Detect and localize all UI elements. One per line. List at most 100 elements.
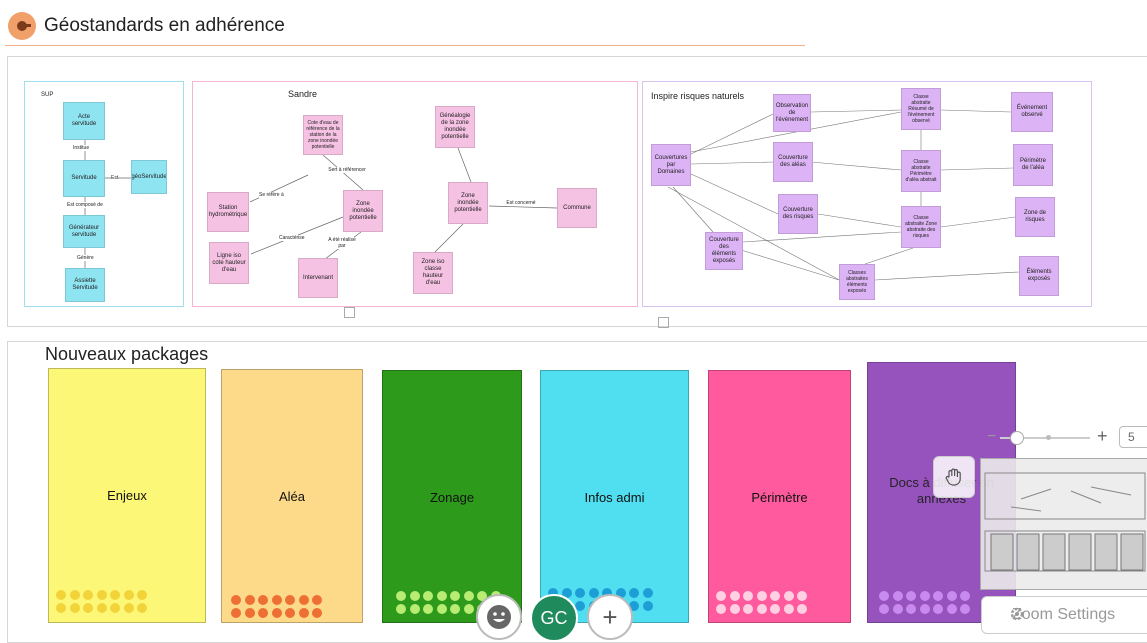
node-cote-eau[interactable]: Cote d'eau de référence de la station de…: [303, 115, 343, 155]
package-dot: [83, 590, 93, 600]
node-intervenant[interactable]: Intervenant: [298, 258, 338, 298]
node-perimetre-alea-abstrait[interactable]: Classe abstraite Périmètre d'aléa abstra…: [901, 150, 941, 192]
node-couverture-aleas[interactable]: Couverture des aléas: [773, 142, 813, 182]
package-dot: [271, 595, 282, 605]
package-card[interactable]: Infos admi: [540, 370, 689, 623]
zoom-slider[interactable]: [1000, 437, 1090, 439]
package-dot: [450, 604, 460, 614]
package-dot: [797, 604, 807, 614]
sandre-panel[interactable]: Sandre Cote d'eau de référence de la sta…: [192, 81, 638, 307]
package-card[interactable]: Zonage: [382, 370, 522, 623]
node-genealogie[interactable]: Généalogie de la zone inondée potentiell…: [435, 106, 475, 148]
package-dot: [258, 595, 268, 605]
edge-label: Institue: [73, 145, 90, 151]
frame-handle[interactable]: [658, 317, 669, 328]
inspire-panel[interactable]: Inspire risques naturels Couvertures par…: [642, 81, 1092, 307]
zoom-level-input[interactable]: 5: [1119, 426, 1147, 448]
hand-tool-button[interactable]: [933, 456, 975, 498]
node-couvertures-domaines[interactable]: Couvertures par Domaines: [651, 144, 691, 186]
node-ligne-iso-cote[interactable]: Ligne iso cote hauteur d'eau: [209, 242, 249, 284]
package-dot: [933, 604, 943, 614]
minimap[interactable]: [980, 458, 1147, 590]
package-dot: [770, 604, 780, 614]
inspire-edges: [667, 109, 1020, 283]
minimap-preview: [984, 472, 1146, 572]
package-dot: [137, 590, 147, 600]
node-resume-evenement[interactable]: Classe abstraite Résumé de l'événement o…: [901, 88, 941, 130]
zoom-settings-button[interactable]: Zoom Settings: [981, 596, 1147, 634]
package-dot: [463, 591, 474, 601]
package-dot: [271, 608, 282, 618]
package-dot: [960, 604, 970, 614]
frame-handle[interactable]: [344, 307, 355, 318]
node-assiette-servitude[interactable]: Assiette Servitude: [65, 268, 105, 302]
node-zone-risques[interactable]: Zone de risques: [1015, 197, 1055, 237]
node-evenement-observe[interactable]: Événement observé: [1011, 92, 1053, 132]
package-dot: [906, 604, 916, 614]
node-commune[interactable]: Commune: [557, 188, 597, 228]
package-dot: [477, 591, 487, 601]
node-acte-servitude[interactable]: Acte servitude: [63, 102, 105, 140]
package-dot: [892, 591, 903, 601]
edge-label: Caractérise: [279, 235, 305, 241]
edge-label: Génère: [77, 255, 94, 261]
node-elements-exposes-abstraits[interactable]: Classes abstraites éléments exposés: [839, 264, 875, 300]
node-geoservitude[interactable]: géoServitude: [131, 160, 167, 194]
package-dot: [396, 604, 406, 614]
zoom-in-button[interactable]: +: [1097, 426, 1108, 446]
package-dot: [96, 590, 107, 600]
node-couverture-elements-exposes[interactable]: Couverture des éléments exposés: [705, 232, 743, 270]
avatar[interactable]: GC: [530, 594, 578, 642]
node-zone-iso-classe[interactable]: Zone iso classe hauteur d'eau: [413, 252, 453, 294]
plus-icon: +: [602, 602, 618, 632]
package-card[interactable]: Enjeux: [48, 368, 206, 623]
package-dot: [879, 591, 889, 601]
edge-label: Est: [111, 175, 119, 181]
package-card[interactable]: Aléa: [221, 369, 363, 623]
packages-title[interactable]: Nouveaux packages: [45, 344, 209, 364]
package-dot: [244, 595, 255, 605]
package-dot: [231, 595, 241, 605]
node-zone-inondee-potentielle[interactable]: Zone inondée potentielle: [343, 190, 383, 232]
node-observation-evenement[interactable]: Observation de l'événement: [773, 94, 811, 132]
package-dot: [602, 588, 612, 598]
node-servitude[interactable]: Servitude: [63, 160, 105, 197]
package-dot: [770, 591, 780, 601]
edge-label: Se réfère à: [259, 192, 284, 198]
package-dot: [110, 590, 120, 600]
zoom-slider-tick: [1046, 435, 1051, 440]
hand-icon: [945, 468, 961, 486]
node-couverture-risques[interactable]: Couverture des risques: [778, 194, 818, 234]
node-perimetre-alea[interactable]: Périmètre de l'aléa: [1013, 144, 1053, 186]
package-dot: [906, 591, 916, 601]
board-title[interactable]: Géostandards en adhérence: [44, 15, 285, 36]
node-elements-exposes[interactable]: Éléments exposés: [1019, 256, 1059, 296]
sup-panel[interactable]: SUP Acte servitude Servitude géoServitud…: [24, 81, 184, 307]
package-dot: [743, 591, 753, 601]
add-button[interactable]: +: [587, 594, 633, 640]
node-station-hydrometrique[interactable]: Station hydrométrique: [207, 192, 249, 232]
package-dot: [298, 595, 309, 605]
zoom-out-button[interactable]: −: [987, 428, 997, 445]
inspire-title: Inspire risques naturels: [651, 91, 745, 101]
package-card[interactable]: Périmètre: [708, 370, 851, 623]
node-generateur-servitude[interactable]: Générateur servitude: [63, 215, 105, 248]
package-dot: [729, 604, 740, 614]
package-dot: [137, 603, 147, 613]
package-dot: [123, 603, 134, 613]
package-dot: [409, 604, 420, 614]
node-zone-inondee-potentielle-2[interactable]: Zone inondée potentielle: [448, 182, 488, 224]
package-dot: [56, 603, 66, 613]
gear-icon: [1010, 607, 1024, 621]
package-dot: [946, 604, 957, 614]
package-dot: [548, 588, 558, 598]
smiley-icon: [487, 605, 511, 629]
package-dot: [629, 601, 639, 611]
package-label: Enjeux: [107, 488, 147, 503]
package-dot: [575, 588, 585, 598]
node-zone-abstraite-risques[interactable]: Classe abstraite Zone abstraite des risq…: [901, 206, 941, 248]
zoom-slider-handle[interactable]: [1010, 431, 1024, 445]
package-dot: [946, 591, 957, 601]
package-label: Zonage: [429, 490, 475, 505]
reaction-button[interactable]: [476, 594, 522, 640]
